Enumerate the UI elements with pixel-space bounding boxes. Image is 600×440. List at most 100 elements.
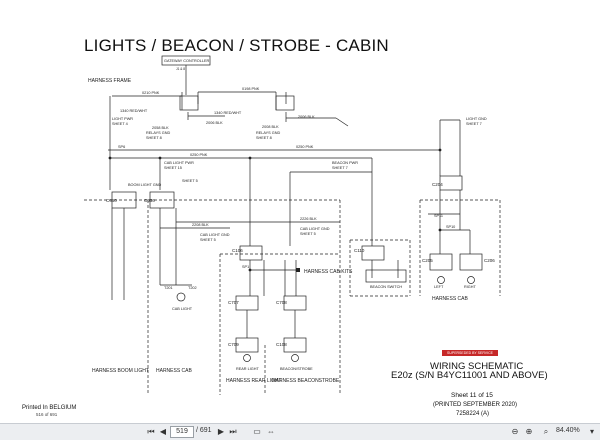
label-beacon-pwr-sheet: SHEET 7	[332, 166, 348, 170]
label-relays-gnd-1: RELAYS GND	[146, 131, 170, 135]
label-light-gnd-sheet: SHEET 7	[466, 122, 482, 126]
label-w2226: 2226 BLK	[300, 217, 317, 221]
viewer-toolbar: ⏮ ◀ 519 / 691 ▶ ⏭ ▭ ⇔ ⊖ ⊕ ⌕ 84.40% ▾	[0, 423, 600, 440]
page-reference: 516 of 691	[36, 412, 58, 417]
label-c108: C108	[276, 342, 287, 347]
label-t202: T202	[188, 286, 197, 290]
page-title: LIGHTS / BEACON / STROBE - CABIN	[84, 36, 389, 55]
connector-c708	[283, 295, 307, 311]
label-relays-gnd-1-sheet: SHEET 8	[146, 136, 162, 140]
fit-width-icon[interactable]: ⇔	[267, 427, 275, 436]
label-harness-boom-light: HARNESS BOOM LIGHT	[92, 368, 149, 374]
connector-c206	[459, 253, 483, 271]
fit-page-icon[interactable]: ▭	[253, 427, 261, 436]
page-total: / 691	[196, 427, 212, 434]
connector-c709	[235, 337, 259, 353]
zoom-level[interactable]: 84.40%	[556, 427, 580, 434]
label-w0250-b: 0250 PNK	[190, 153, 208, 157]
label-cab-light-pwr-sheet: SHEET 15	[164, 166, 182, 170]
printed-in: Printed In BELGIUM	[22, 405, 77, 411]
label-light-pwr: LIGHT PWR	[112, 117, 133, 121]
connector-c707	[235, 295, 259, 311]
label-t201: T201	[164, 286, 173, 290]
schematic-sheet: GATEWAY CONTROLLER J1 & 8 HARNESS FRAME …	[22, 36, 548, 417]
chevron-down-icon[interactable]: ▾	[589, 427, 594, 436]
label-c707: C707	[228, 300, 239, 305]
label-gateway-pin: J1 & 8	[176, 67, 185, 71]
label-beacon-pwr: BEACON PWR	[332, 161, 358, 165]
zoom-in-icon[interactable]: ⊕	[525, 427, 533, 436]
label-w2006: 2006 BLK	[206, 121, 223, 125]
label-c206: C206	[484, 258, 495, 263]
schematic-title: WIRING SCHEMATIC	[430, 361, 524, 372]
label-harness-cab-b: HARNESS CAB	[156, 368, 193, 374]
label-w0198: 0198 PNK	[242, 87, 260, 91]
label-c204: C204	[432, 182, 443, 187]
label-relays-gnd-2-sheet: SHEET 8	[256, 136, 272, 140]
label-sp1: SP1	[242, 265, 249, 269]
label-cab-light-gnd-2: CAB LIGHT GND	[300, 227, 330, 231]
label-w0210: 0210 PNK	[142, 91, 160, 95]
label-rear-light: REAR LIGHT	[236, 367, 259, 371]
print-date: (PRINTED SEPTEMBER 2020)	[433, 402, 518, 408]
label-harness-cab-kits: HARNESS CAB KITS	[304, 269, 353, 275]
label-c708: C708	[276, 300, 287, 305]
label-relays-gnd-2: RELAYS GND	[256, 131, 280, 135]
label-harness-beaconstrobe: HARNESS BEACONSTROBE	[272, 378, 340, 384]
label-sheet5-c: SHEET 5	[300, 232, 316, 236]
label-w1340-b: 1340 RED/WHT	[214, 111, 242, 115]
label-cab-light: CAB LIGHT	[172, 307, 193, 311]
zoom-menu-icon[interactable]: ⌕	[543, 427, 549, 436]
label-c709: C709	[228, 342, 239, 347]
light-relay-2	[275, 95, 295, 111]
label-c106: C106	[232, 248, 243, 253]
next-page-icon[interactable]: ▶	[217, 427, 225, 436]
label-right: RIGHT	[464, 285, 476, 289]
label-c110: C110	[354, 248, 365, 253]
label-harness-frame: HARNESS FRAME	[88, 78, 132, 84]
label-sheet5: SHEET 5	[182, 179, 198, 183]
label-boom-light-gnd: BOOM LIGHT GND	[128, 183, 162, 187]
rear-light-lamp	[243, 354, 251, 362]
label-c460: C460	[106, 198, 117, 203]
left-lamp	[437, 276, 445, 284]
label-w2006-b: 2006 BLK	[298, 115, 315, 119]
label-sp11: SP11	[434, 214, 443, 218]
label-gateway: GATEWAY CONTROLLER	[164, 59, 209, 63]
beacon-switch	[365, 269, 407, 283]
last-page-icon[interactable]: ⏭	[229, 427, 237, 436]
label-harness-cab-r: HARNESS CAB	[432, 296, 469, 302]
page-number-input[interactable]: 519	[170, 426, 194, 438]
label-w2058: 2058 BLK	[152, 126, 169, 130]
label-sp10: SP10	[446, 225, 455, 229]
cab-light-lamp	[176, 292, 186, 302]
previous-page-icon[interactable]: ◀	[159, 427, 167, 436]
supersede-stamp: SUPERSEDED BY SERVICE	[442, 350, 498, 356]
first-page-icon[interactable]: ⏮	[147, 427, 155, 436]
label-sheet5-b: SHEET 5	[200, 238, 216, 242]
connector-c106	[239, 245, 263, 261]
beacon-strobe-lamp	[291, 354, 299, 362]
label-harness-rear-light: HARNESS REAR LIGHT	[226, 378, 282, 384]
label-left: LEFT	[434, 285, 444, 289]
right-lamp	[467, 276, 475, 284]
label-sp6: SP6	[118, 145, 125, 149]
label-light-gnd: LIGHT GND	[466, 117, 487, 121]
label-cab-light-pwr: CAB LIGHT PWR	[164, 161, 194, 165]
label-w0250-a: 0250 PNK	[296, 145, 314, 149]
zoom-out-icon[interactable]: ⊖	[511, 427, 519, 436]
wiring-diagram: GATEWAY CONTROLLER J1 & 8 HARNESS FRAME …	[84, 55, 501, 395]
label-beacon-switch: BEACON SWITCH	[370, 285, 402, 289]
label-beacon-strobe: BEACON/STROBE	[280, 367, 313, 371]
light-relay-1	[179, 95, 199, 111]
label-cab-light-gnd: CAB LIGHT GND	[200, 233, 230, 237]
connector-c205	[429, 253, 453, 271]
label-c036: C036	[144, 198, 155, 203]
sheet-number: Sheet 11 of 15	[451, 392, 493, 399]
connector-c204	[439, 175, 463, 191]
label-light-pwr-sheet: SHEET 4	[112, 122, 128, 126]
part-number: 7258224 (A)	[456, 411, 490, 417]
connector-c108	[283, 337, 307, 353]
label-c205: C205	[422, 258, 433, 263]
connector-c110	[361, 245, 385, 261]
